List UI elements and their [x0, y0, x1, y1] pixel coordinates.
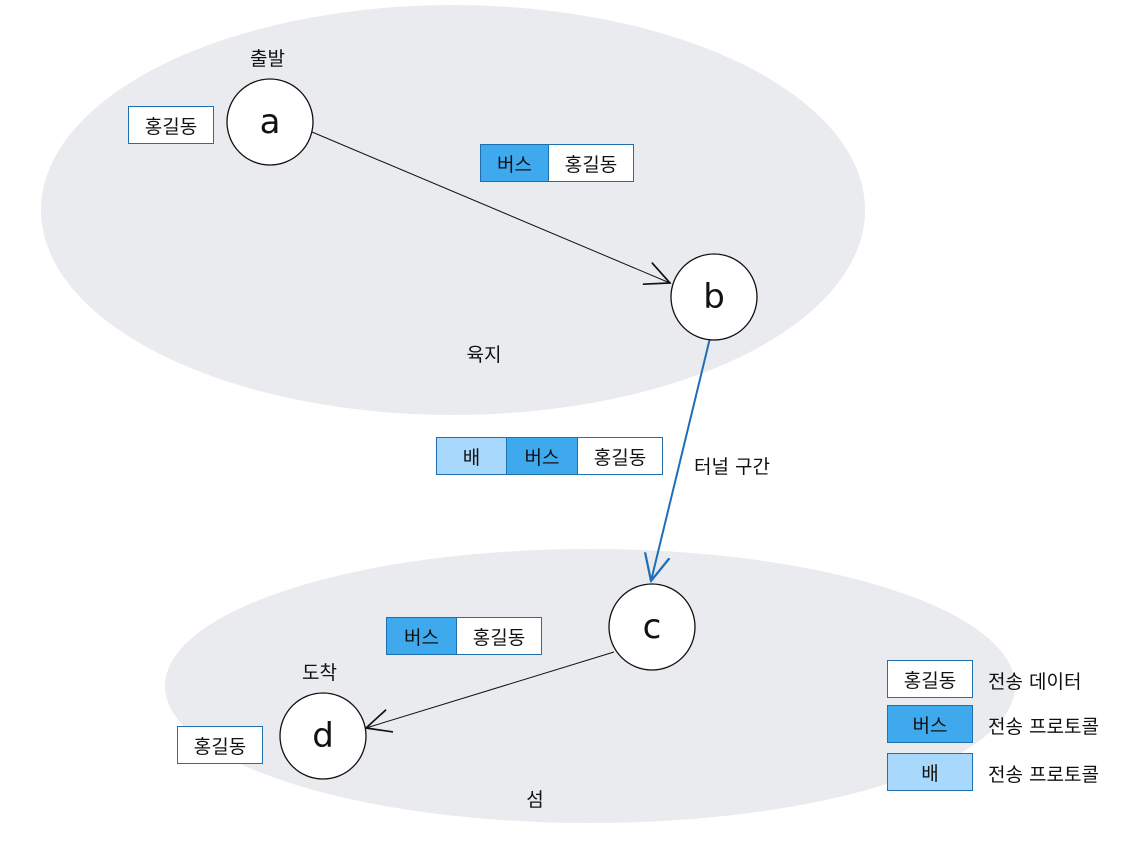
- bus-box: 버스: [386, 617, 457, 655]
- departure-label: 출발: [250, 48, 285, 70]
- data-box: 홍길동: [456, 617, 542, 655]
- svg-text:b: b: [703, 277, 725, 317]
- bus-box: 버스: [506, 437, 578, 475]
- legend-data-text: 전송 데이터: [988, 671, 1082, 693]
- island-label: 섬: [526, 789, 543, 811]
- arrival-label: 도착: [302, 662, 337, 684]
- svg-text:c: c: [643, 607, 662, 647]
- edge-a-b: [311, 131, 670, 283]
- ship-box: 배: [436, 437, 507, 475]
- legend-data-box: 홍길동: [887, 660, 973, 698]
- node-b: b: [670, 253, 758, 341]
- legend-ship-box: 배: [887, 753, 973, 791]
- legend-ship-text: 전송 프로토콜: [988, 764, 1099, 786]
- svg-text:d: d: [312, 716, 334, 756]
- edge-c-d: [366, 651, 615, 728]
- legend-bus-text: 전송 프로토콜: [988, 716, 1099, 738]
- svg-text:a: a: [260, 102, 281, 142]
- data-box: 홍길동: [548, 144, 634, 182]
- land-label: 육지: [467, 344, 502, 366]
- edge-b-c-tunnel: [651, 337, 711, 581]
- bus-box: 버스: [480, 144, 549, 182]
- node-a: a: [226, 78, 314, 166]
- land-region: [41, 5, 865, 415]
- legend-bus-box: 버스: [887, 705, 973, 743]
- island-region: [165, 549, 1015, 823]
- data-box-at-a: 홍길동: [128, 106, 214, 144]
- node-c: c: [608, 583, 696, 671]
- data-box: 홍길동: [577, 437, 663, 475]
- tunnel-label: 터널 구간: [694, 456, 770, 478]
- node-d: d: [279, 692, 367, 780]
- data-box-at-d: 홍길동: [177, 726, 263, 764]
